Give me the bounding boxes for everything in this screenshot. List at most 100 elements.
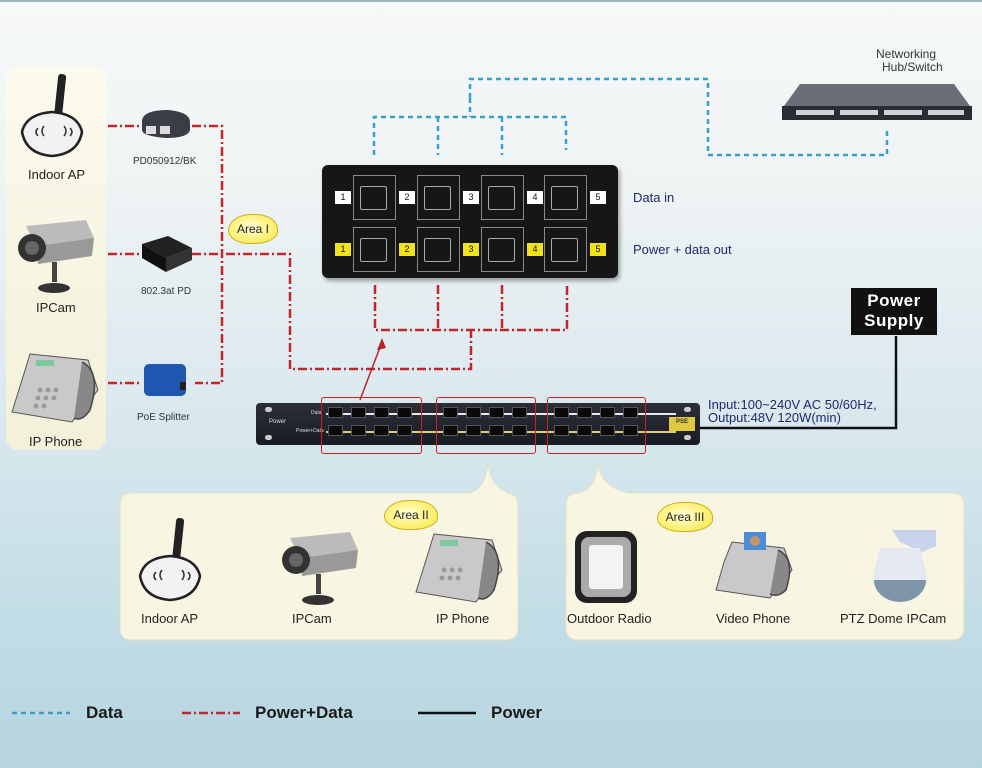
power-spec-output: Output:48V 120W(min) xyxy=(708,410,841,425)
data-port-3-label: 3 xyxy=(463,191,479,204)
area2-port-group-highlight xyxy=(436,397,536,454)
hub-label-2: Hub/Switch xyxy=(882,60,943,74)
legend-power-label: Power xyxy=(491,703,543,722)
network-switch-icon xyxy=(782,84,972,120)
rack-data-port-icon xyxy=(577,407,592,418)
data-port-4-label: 4 xyxy=(527,191,543,204)
power-supply-title-1: Power xyxy=(867,291,921,310)
rack-data-port-icon xyxy=(466,407,481,418)
rack-power-data-port-icon xyxy=(554,425,569,436)
rack-power-data-port-icon xyxy=(443,425,458,436)
rj45-data-port-icon xyxy=(417,175,460,220)
area1-device-2-label: IPCam xyxy=(36,300,76,315)
rack-power-data-port-icon xyxy=(489,425,504,436)
pd-port-1-label: 1 xyxy=(335,243,351,256)
rj45-pd-port-icon xyxy=(417,227,460,272)
rack-power-data-port-icon xyxy=(374,425,389,436)
rj45-data-port-icon xyxy=(544,175,587,220)
802-3at-pd-icon xyxy=(142,236,192,272)
rack-data-port-icon xyxy=(397,407,412,418)
data-port-2-label: 2 xyxy=(399,191,415,204)
rack-power-data-label: Power+Data xyxy=(296,428,324,434)
rack-data-port-icon xyxy=(443,407,458,418)
area3-badge: Area III xyxy=(657,502,713,532)
rack-power-data-port-icon xyxy=(351,425,366,436)
area1-port-group-highlight xyxy=(321,397,422,454)
ptz-dome-camera-icon xyxy=(872,530,936,602)
rack-data-port-icon xyxy=(623,407,638,418)
rack-data-port-icon xyxy=(554,407,569,418)
area3-device-1-label: Outdoor Radio xyxy=(567,611,652,626)
area3-port-group-highlight xyxy=(547,397,646,454)
rj45-data-port-icon xyxy=(481,175,524,220)
pd-line-injector xyxy=(373,285,569,332)
rack-power-data-port-icon xyxy=(512,425,527,436)
area1-badge: Area I xyxy=(228,214,278,244)
rack-power-data-port-icon xyxy=(328,425,343,436)
poe-splitter-icon xyxy=(144,364,186,396)
rack-data-port-icon xyxy=(512,407,527,418)
rj45-data-port-icon xyxy=(353,175,396,220)
area1-adapter-1-label: PD050912/BK xyxy=(133,156,197,167)
ip-phone-icon xyxy=(11,353,99,423)
area2-device-1-label: Indoor AP xyxy=(141,611,199,626)
area1-arrow xyxy=(359,341,383,401)
pd-port-5-label: 5 xyxy=(590,243,606,256)
area1-device-3-label: IP Phone xyxy=(29,434,83,449)
pd-line-cam-adapter xyxy=(192,252,473,371)
data-port-1-label: 1 xyxy=(335,191,351,204)
legend-data-label: Data xyxy=(86,703,123,722)
legend-power-data-label: Power+Data xyxy=(255,703,353,722)
rack-ear-hole xyxy=(684,435,691,440)
area3-device-3-label: PTZ Dome IPCam xyxy=(840,611,947,626)
rack-power-data-port-icon xyxy=(466,425,481,436)
rack-power-data-port-icon xyxy=(577,425,592,436)
power-spec-input: Input:100~240V AC 50/60Hz, xyxy=(708,397,877,412)
pse-badge: PSE xyxy=(669,417,695,431)
pd-port-4-label: 4 xyxy=(527,243,543,256)
rack-pse-midspan: Power Data Power+Data PSE xyxy=(256,403,700,445)
ipcam-icon xyxy=(18,220,94,293)
arrow-head-icon xyxy=(377,338,386,350)
rack-power-data-port-icon xyxy=(623,425,638,436)
rack-data-port-icon xyxy=(328,407,343,418)
area2-ip-phone-icon xyxy=(415,533,503,603)
rj45-pd-port-icon xyxy=(481,227,524,272)
power-line xyxy=(700,336,898,430)
area2-device-2-label: IPCam xyxy=(292,611,332,626)
rack-data-port-icon xyxy=(374,407,389,418)
area1-adapter-3-label: PoE Splitter xyxy=(137,412,190,423)
rack-data-port-icon xyxy=(489,407,504,418)
hub-label-1: Networking xyxy=(876,47,937,61)
video-phone-icon xyxy=(715,532,793,599)
area2-indoor-ap-icon xyxy=(138,518,202,602)
power-data-out-label: Power + data out xyxy=(633,242,732,257)
rack-power-data-port-icon xyxy=(397,425,412,436)
pd-port-3-label: 3 xyxy=(463,243,479,256)
area1-device-1-label: Indoor AP xyxy=(28,167,86,182)
rj45-pd-port-icon xyxy=(353,227,396,272)
top-border xyxy=(0,0,982,2)
rack-data-port-icon xyxy=(600,407,615,418)
area1-adapter-2-label: 802.3at PD xyxy=(141,286,192,297)
area2-ipcam-icon xyxy=(282,532,358,605)
rack-ear-hole xyxy=(265,435,272,440)
power-supply-title-2: Supply xyxy=(864,311,924,330)
power-supply-box: Power Supply xyxy=(851,288,937,335)
area2-badge: Area II xyxy=(384,500,438,530)
rack-ear-hole xyxy=(265,407,272,412)
rack-data-label: Data xyxy=(311,410,322,416)
data-line-trunk xyxy=(372,115,568,155)
rj45-pd-port-icon xyxy=(544,227,587,272)
pd-adapter-icon xyxy=(142,110,190,138)
rack-power-data-port-icon xyxy=(600,425,615,436)
rack-ear-hole xyxy=(684,407,691,412)
data-in-label: Data in xyxy=(633,190,675,205)
rack-data-port-icon xyxy=(351,407,366,418)
pd-port-2-label: 2 xyxy=(399,243,415,256)
outdoor-radio-icon xyxy=(575,531,637,603)
data-port-5-label: 5 xyxy=(590,191,606,204)
data-line-hub xyxy=(468,77,889,157)
rack-power-label: Power xyxy=(269,419,287,425)
